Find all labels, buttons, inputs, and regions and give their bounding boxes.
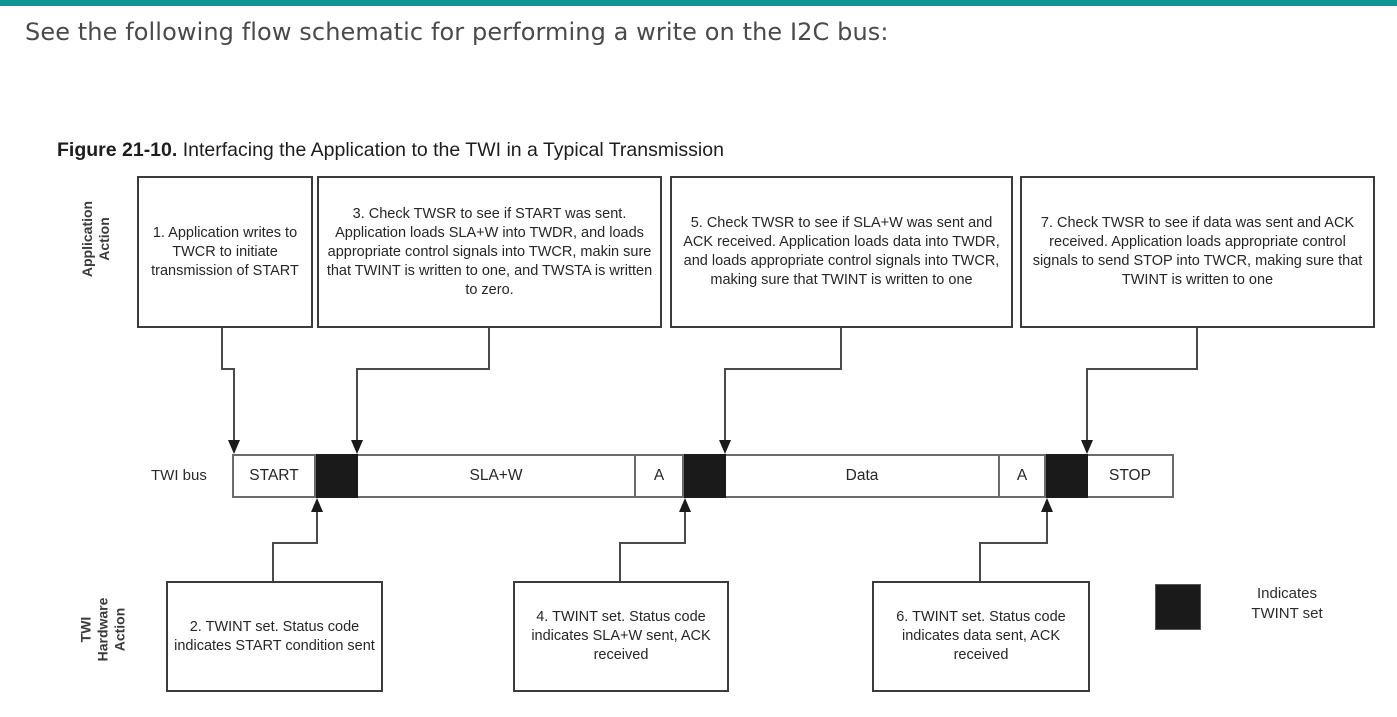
- hardware-step-6: 6. TWINT set. Status code indicates data…: [872, 581, 1090, 692]
- connector-step4: [619, 509, 686, 581]
- bus-cell-ack-2: A: [1000, 454, 1046, 498]
- connector-step5: [724, 328, 842, 443]
- application-step-7: 7. Check TWSR to see if data was sent an…: [1020, 176, 1375, 328]
- figure-caption-title: Interfacing the Application to the TWI i…: [177, 139, 724, 161]
- connector-step7: [1086, 328, 1198, 443]
- arrowhead-step1: [228, 440, 240, 454]
- bus-cell-stop: STOP: [1088, 454, 1174, 498]
- hardware-step-2: 2. TWINT set. Status code indicates STAR…: [166, 581, 383, 692]
- arrowhead-step3: [351, 440, 363, 454]
- figure-caption: Figure 21-10. Interfacing the Applicatio…: [57, 139, 724, 162]
- arrowhead-step4: [679, 498, 691, 512]
- intro-text: See the following flow schematic for per…: [25, 18, 889, 46]
- arrowhead-step7: [1081, 440, 1093, 454]
- bus-cell-sla-w: SLA+W: [358, 454, 636, 498]
- connector-step2: [272, 509, 318, 581]
- figure-caption-label: Figure 21-10.: [57, 139, 178, 161]
- application-step-3: 3. Check TWSR to see if START was sent. …: [317, 176, 662, 328]
- bus-label: TWI bus: [151, 467, 207, 484]
- bus-cell-data: Data: [726, 454, 1000, 498]
- top-accent-bar: [0, 0, 1397, 6]
- bus-cell-ack-1: A: [636, 454, 684, 498]
- connector-step3: [356, 328, 490, 443]
- arrowhead-step2: [311, 498, 323, 512]
- bus-cell-start: START: [232, 454, 316, 498]
- connector-step1: [221, 328, 235, 443]
- bus-cell-twint-2: [684, 454, 726, 498]
- application-step-1: 1. Application writes to TWCR to initiat…: [137, 176, 313, 328]
- bus-cell-twint-3: [1046, 454, 1088, 498]
- legend-swatch-twint: [1155, 584, 1201, 630]
- bus-cell-twint-1: [316, 454, 358, 498]
- arrowhead-step5: [719, 440, 731, 454]
- connector-step6: [979, 509, 1048, 581]
- application-step-5: 5. Check TWSR to see if SLA+W was sent a…: [670, 176, 1013, 328]
- arrowhead-step6: [1041, 498, 1053, 512]
- hardware-step-4: 4. TWINT set. Status code indicates SLA+…: [513, 581, 729, 692]
